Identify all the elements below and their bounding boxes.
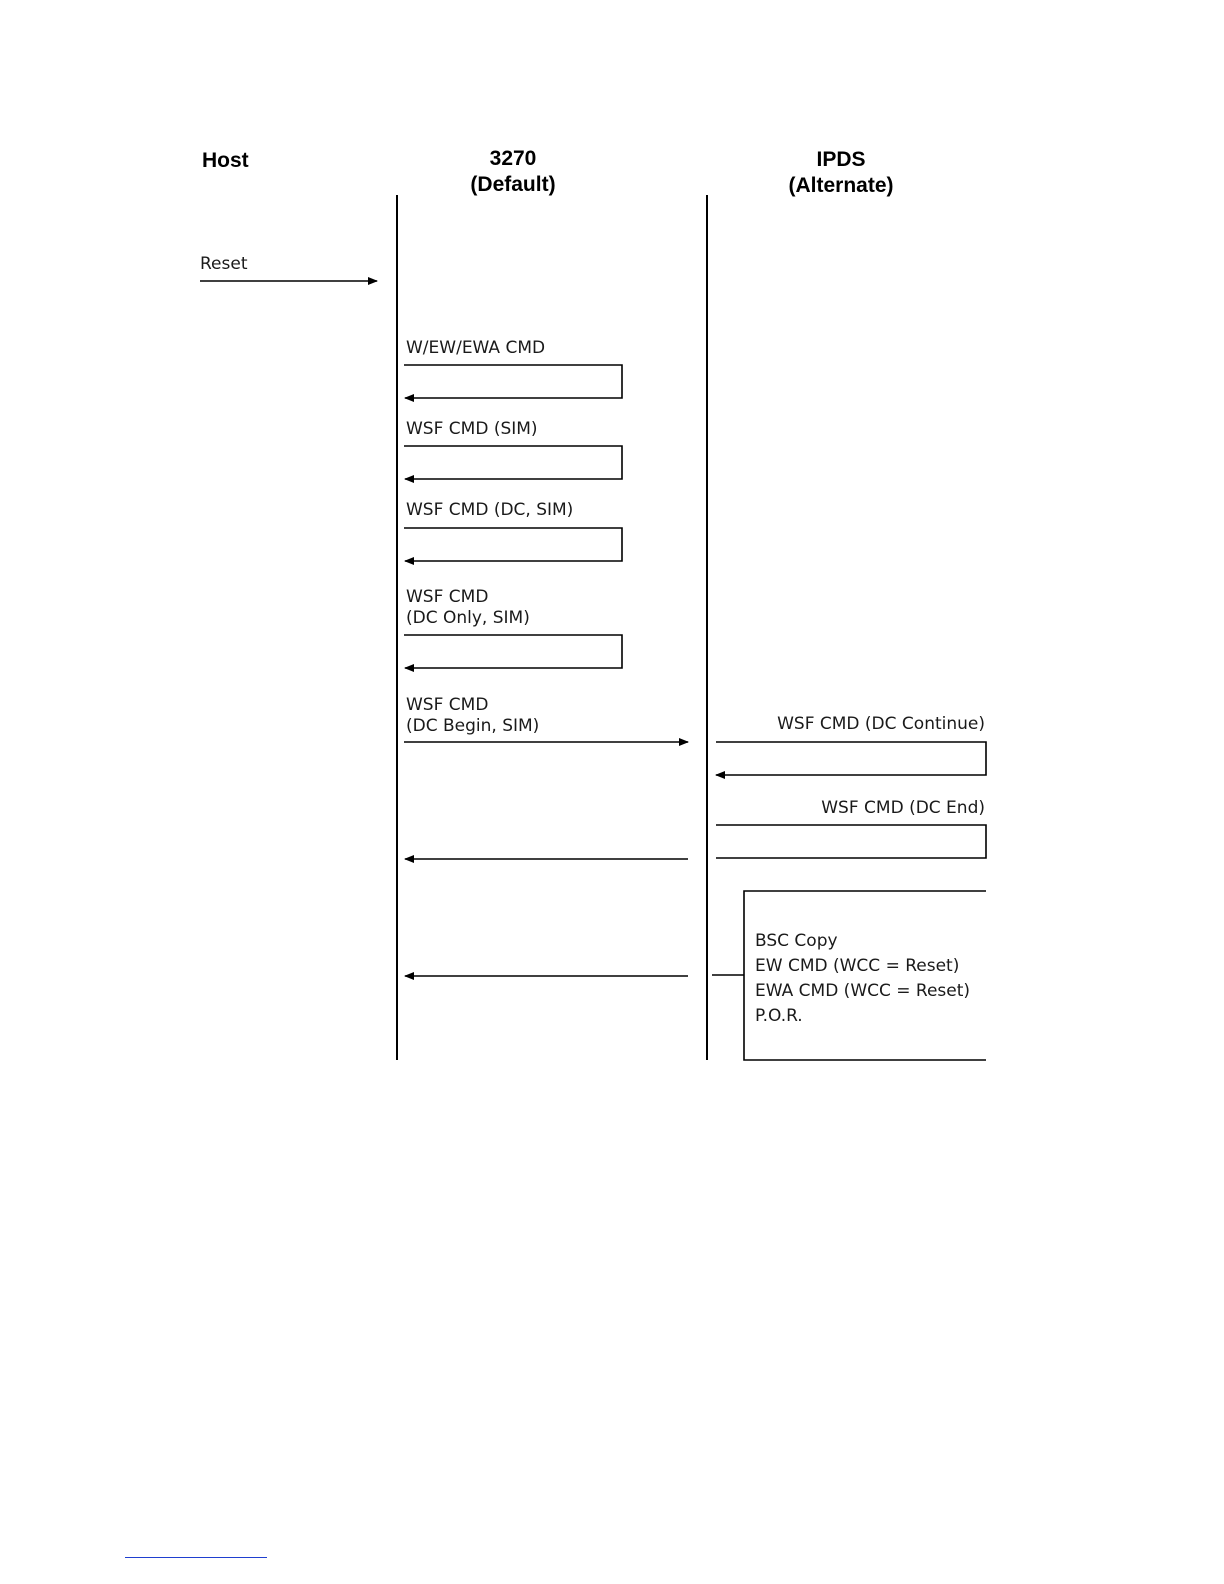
message-reset-label: Reset [200, 254, 248, 274]
message-wsf-sim-label: WSF CMD (SIM) [406, 419, 538, 439]
reset-condition-line-2: EW CMD (WCC = Reset) [755, 956, 959, 976]
reset-condition-line-3: EWA CMD (WCC = Reset) [755, 981, 970, 1001]
message-wew-ewa-loop [404, 365, 622, 398]
message-wsf-dc-only-loop [404, 635, 622, 668]
message-wsf-sim-loop [404, 446, 622, 479]
message-wsf-dc-sim-label: WSF CMD (DC, SIM) [406, 500, 573, 520]
message-wsf-dc-sim-loop [404, 528, 622, 561]
message-wsf-dc-only-label-1: WSF CMD [406, 587, 488, 607]
message-wsf-dc-begin-label-2: (DC Begin, SIM) [406, 716, 539, 736]
header-alternate-mode: (Alternate) [788, 174, 893, 197]
header-default-name: 3270 [490, 147, 537, 170]
message-wsf-dc-end-label: WSF CMD (DC End) [821, 798, 985, 818]
reset-condition-line-1: BSC Copy [755, 931, 838, 951]
message-wsf-dc-continue-loop [716, 742, 986, 775]
header-default-mode: (Default) [470, 173, 555, 196]
message-wew-ewa-label: W/EW/EWA CMD [406, 338, 545, 358]
footnote-rule [125, 1557, 267, 1558]
message-wsf-dc-continue-label: WSF CMD (DC Continue) [777, 714, 985, 734]
header-host: Host [202, 149, 249, 172]
header-alternate-name: IPDS [816, 148, 865, 171]
message-wsf-dc-end-loop [716, 825, 986, 858]
message-wsf-dc-begin-label-1: WSF CMD [406, 695, 488, 715]
message-wsf-dc-only-label-2: (DC Only, SIM) [406, 608, 530, 628]
reset-condition-line-4: P.O.R. [755, 1006, 803, 1026]
